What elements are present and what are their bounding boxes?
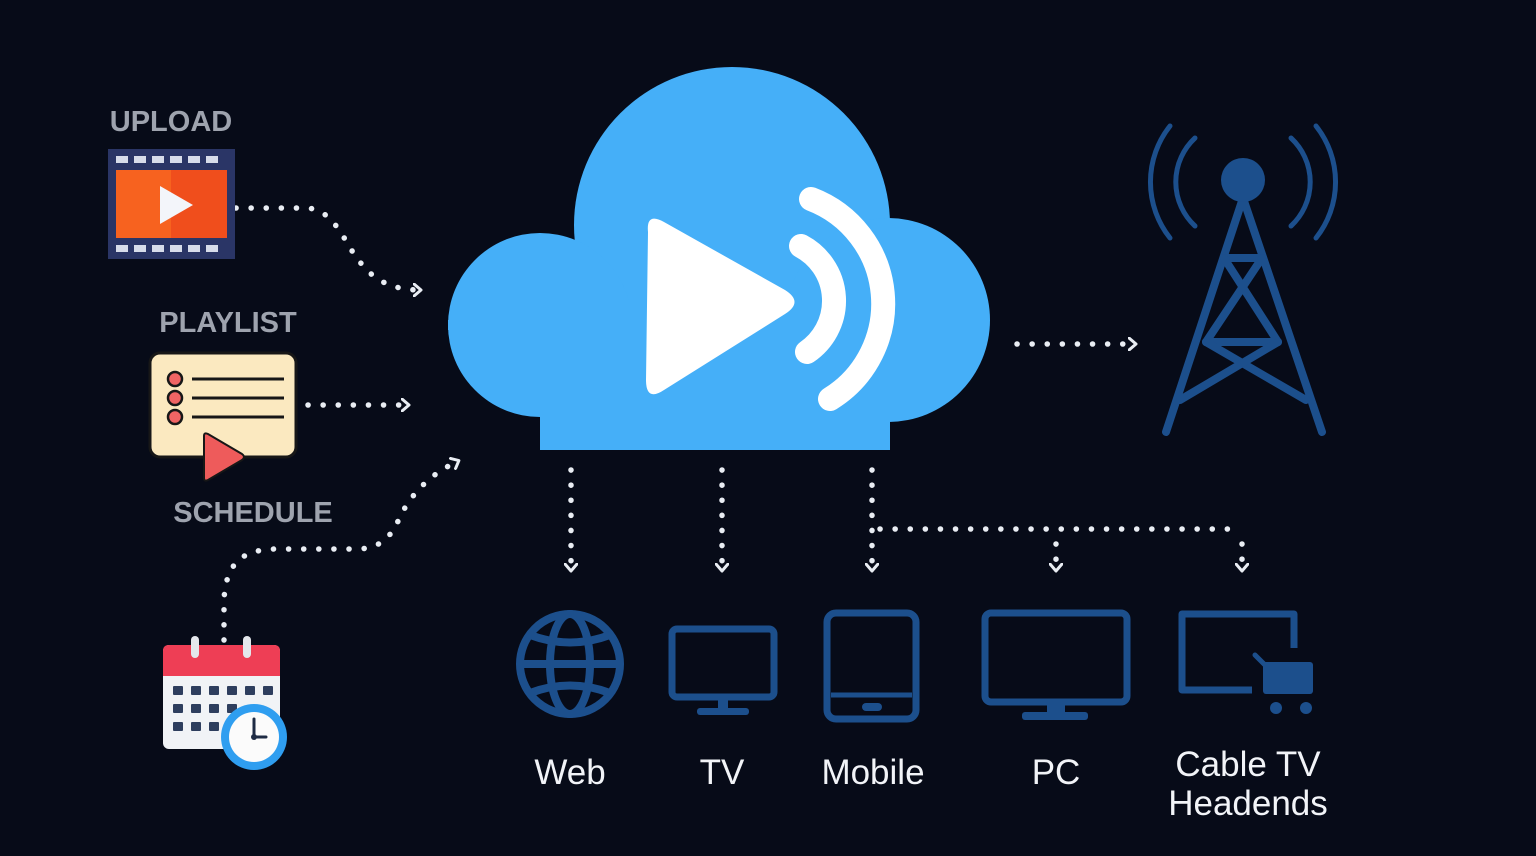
web-label: Web xyxy=(534,753,605,792)
pc-monitor-icon xyxy=(981,609,1131,720)
cable-label-line2: Headends xyxy=(1168,784,1328,823)
connector-schedule-to-cloud xyxy=(221,461,461,643)
upload-label: UPLOAD xyxy=(110,106,232,138)
tablet-icon xyxy=(823,609,920,723)
calendar-clock-icon xyxy=(163,636,287,770)
signal-wave-outer xyxy=(799,187,896,411)
playlist-icon xyxy=(148,351,298,482)
tv-icon xyxy=(668,625,778,715)
playlist-label: PLAYLIST xyxy=(159,307,297,339)
cable-label-line1: Cable TV xyxy=(1175,745,1321,784)
video-file-icon xyxy=(108,149,235,259)
mobile-label: Mobile xyxy=(821,753,924,792)
signal-wave-inner xyxy=(789,234,846,364)
cable-headend-icon xyxy=(1178,610,1313,714)
connector-upload-to-cloud xyxy=(233,205,423,290)
broadcast-tower-icon xyxy=(1147,123,1339,436)
schedule-label: SCHEDULE xyxy=(173,497,333,529)
pc-label: PC xyxy=(1032,753,1081,792)
cloud-streaming-icon xyxy=(448,67,990,450)
connectors xyxy=(221,205,1242,643)
tv-label: TV xyxy=(700,753,745,792)
globe-icon xyxy=(516,610,624,718)
